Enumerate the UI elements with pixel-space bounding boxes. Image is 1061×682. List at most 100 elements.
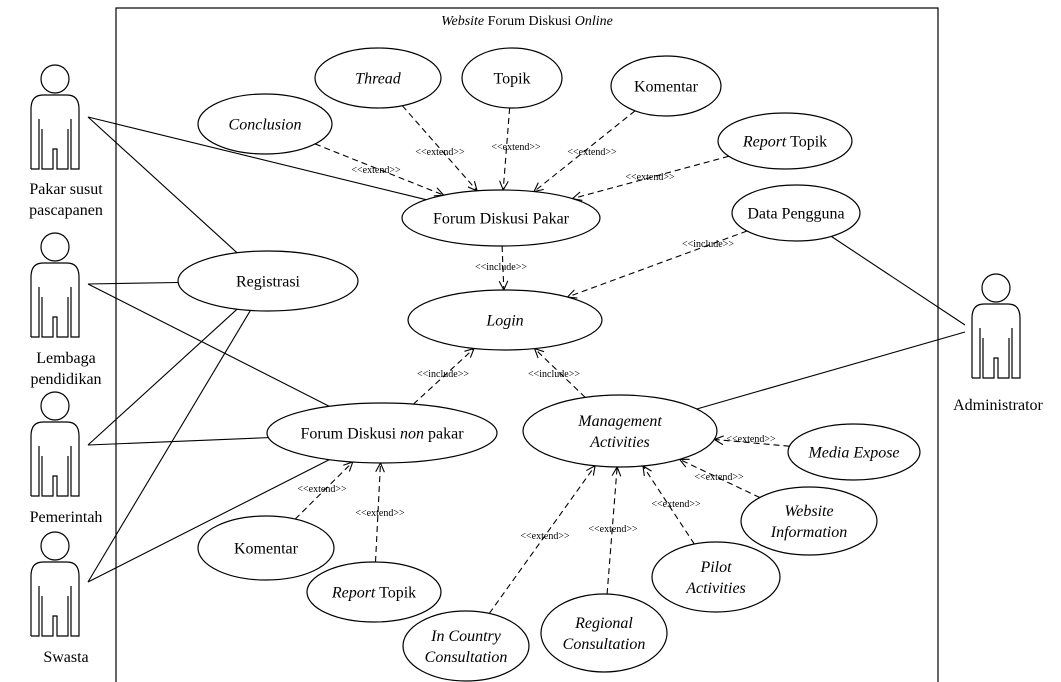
association-admin-management bbox=[696, 331, 966, 410]
include-forumpakar-to-login-label: <<include>> bbox=[475, 262, 527, 273]
extend-websiteinfo-to-management-arrowhead bbox=[678, 458, 690, 468]
use-case-komentar2-label: Komentar bbox=[234, 541, 299, 558]
include-forumnonpakar-to-login-line bbox=[413, 348, 475, 405]
use-case-reporttopik2-ellipse bbox=[306, 561, 442, 623]
extend-reporttopik1-to-forumpakar-line bbox=[572, 155, 729, 200]
actor-pemerintah: Pemerintah bbox=[30, 391, 103, 526]
use-case-registrasi-ellipse bbox=[177, 250, 359, 312]
extend-thread-to-forumpakar-line bbox=[401, 105, 478, 192]
use-case-conclusion: Conclusion bbox=[197, 93, 333, 155]
association-lembaga-registrasi bbox=[87, 281, 179, 285]
use-case-komentar2: Komentar bbox=[197, 515, 335, 581]
use-case-komentar1-ellipse bbox=[610, 55, 722, 117]
use-case-topik-label: Topik bbox=[493, 71, 530, 88]
system-title: Website Forum Diskusi Online bbox=[441, 14, 613, 29]
include-management-to-login-line bbox=[534, 348, 586, 398]
actor-pakar-label-line-1: Pakar susut bbox=[29, 181, 103, 198]
use-case-mediaexpose-ellipse bbox=[787, 423, 921, 481]
use-case-reporttopik1-label: Report Topik bbox=[742, 134, 827, 151]
association-lembaga-forumnonpakar bbox=[87, 283, 330, 407]
actor-pakar-head bbox=[40, 64, 70, 94]
actor-admin-label: Administrator bbox=[953, 397, 1043, 414]
actor-admin: Administrator bbox=[953, 273, 1044, 414]
use-case-websiteinfo-label-line-1: Website bbox=[784, 503, 833, 520]
extend-pilot-to-management-label: <<extend>> bbox=[651, 499, 701, 510]
extend-conclusion-to-forumpakar-label: <<extend>> bbox=[351, 165, 401, 176]
use-case-forumpakar: Forum Diskusi Pakar bbox=[401, 189, 601, 247]
use-case-websiteinfo-label-line-2: Information bbox=[770, 524, 847, 541]
extend-pilot-to-management-line bbox=[642, 465, 695, 545]
extend-websiteinfo-to-management-line bbox=[679, 458, 760, 499]
association-pakar-registrasi bbox=[87, 116, 238, 254]
use-case-mediaexpose: Media Expose bbox=[787, 423, 921, 481]
use-case-komentar2-ellipse bbox=[197, 515, 335, 581]
use-case-pilot-label-line-1: Pilot bbox=[699, 559, 732, 576]
use-case-komentar1-label: Komentar bbox=[634, 79, 699, 96]
use-case-topik-ellipse bbox=[461, 47, 563, 109]
use-case-incountry-label-line-1: In Country bbox=[430, 628, 502, 645]
include-forumpakar-to-login-arrowhead bbox=[498, 280, 509, 292]
actor-admin-legs bbox=[982, 338, 1010, 379]
use-case-komentar1: Komentar bbox=[610, 55, 722, 117]
use-case-pilot-label-line-2: Activities bbox=[685, 580, 746, 597]
use-case-forumnonpakar: Forum Diskusi non pakar bbox=[266, 402, 498, 464]
extend-komentar2-to-forumnonpakar-label: <<extend>> bbox=[297, 484, 347, 495]
association-swasta-forumnonpakar bbox=[87, 459, 330, 583]
association-swasta-registrasi bbox=[87, 310, 251, 583]
extend-websiteinfo-to-management-label: <<extend>> bbox=[694, 472, 744, 483]
use-case-registrasi: Registrasi bbox=[177, 250, 359, 312]
use-case-management-ellipse bbox=[522, 394, 718, 468]
association-pemerintah-registrasi bbox=[87, 308, 238, 446]
use-case-incountry-ellipse bbox=[402, 610, 530, 682]
include-datapengguna-to-login-label: <<include>> bbox=[682, 239, 734, 250]
extend-topik-to-forumpakar-line bbox=[502, 107, 511, 191]
system-boundary bbox=[115, 7, 939, 682]
extend-reporttopik2-to-forumnonpakar-line bbox=[374, 462, 382, 563]
use-case-mediaexpose-label: Media Expose bbox=[807, 445, 899, 462]
use-case-forumnonpakar-label: Forum Diskusi non pakar bbox=[300, 426, 464, 443]
use-case-thread: Thread bbox=[314, 47, 442, 109]
actor-pemerintah-label: Pemerintah bbox=[30, 509, 103, 526]
use-case-regional-ellipse bbox=[540, 593, 668, 673]
extend-thread-to-forumpakar-label: <<extend>> bbox=[415, 147, 465, 158]
extend-regional-to-management-label: <<extend>> bbox=[588, 524, 638, 535]
association-admin-datapengguna bbox=[830, 235, 966, 326]
use-case-forumnonpakar-ellipse bbox=[266, 402, 498, 464]
extend-incountry-to-management-line bbox=[488, 465, 596, 614]
association-pemerintah-forumnonpakar bbox=[87, 437, 269, 446]
use-case-conclusion-label: Conclusion bbox=[229, 117, 302, 134]
include-management-to-login-label: <<include>> bbox=[528, 369, 580, 380]
use-case-management-label-line-2: Activities bbox=[589, 434, 650, 451]
extend-reporttopik1-to-forumpakar-label: <<extend>> bbox=[625, 172, 675, 183]
actor-lembaga-head bbox=[40, 232, 70, 262]
use-case-login-label: Login bbox=[485, 313, 523, 330]
use-case-thread-label: Thread bbox=[355, 71, 402, 88]
use-case-conclusion-ellipse bbox=[197, 93, 333, 155]
actor-lembaga-label-line-2: pendidikan bbox=[30, 371, 101, 388]
extend-komentar1-to-forumpakar-label: <<extend>> bbox=[567, 147, 617, 158]
extend-komentar1-to-forumpakar-line bbox=[533, 110, 636, 193]
actor-lembaga-legs bbox=[41, 297, 69, 338]
extend-mediaexpose-to-management-line bbox=[714, 438, 790, 447]
extend-reporttopik2-to-forumnonpakar-label: <<extend>> bbox=[355, 508, 405, 519]
extend-conclusion-to-forumpakar-arrowhead bbox=[433, 187, 445, 197]
include-forumnonpakar-to-login-label: <<include>> bbox=[417, 369, 469, 380]
use-case-forumpakar-label: Forum Diskusi Pakar bbox=[433, 211, 570, 228]
use-case-incountry-label-line-2: Consultation bbox=[425, 649, 508, 666]
actor-swasta-label: Swasta bbox=[43, 649, 88, 666]
extend-conclusion-to-forumpakar-line bbox=[314, 143, 444, 196]
actor-pemerintah-legs bbox=[41, 456, 69, 497]
extend-komentar2-to-forumnonpakar-line bbox=[294, 461, 354, 520]
use-case-management-label-line-1: Management bbox=[577, 413, 662, 430]
extend-incountry-to-management-arrowhead bbox=[586, 464, 596, 476]
use-case-regional-label-line-1: Regional bbox=[574, 615, 633, 632]
use-case-reporttopik2-label: Report Topik bbox=[331, 585, 416, 602]
include-datapengguna-to-login-line bbox=[567, 230, 748, 298]
actor-pakar-legs bbox=[41, 129, 69, 170]
